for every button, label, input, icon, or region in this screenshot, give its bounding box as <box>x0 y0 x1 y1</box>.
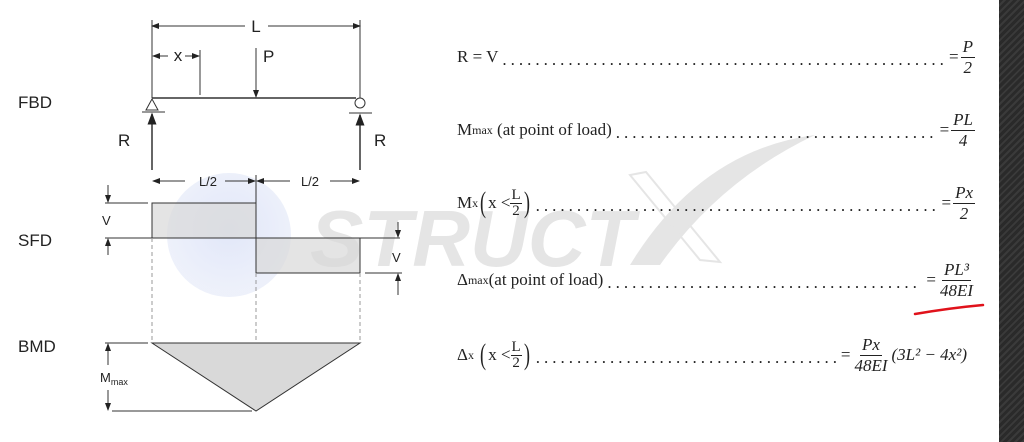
reaction-left-label: R <box>118 131 130 150</box>
formula-reaction: R = V ..................................… <box>457 32 977 82</box>
denominator: 48EI <box>854 355 888 375</box>
reaction-right-label: R <box>374 131 386 150</box>
numerator: P <box>960 36 975 58</box>
equals: = <box>926 270 936 289</box>
equals: = <box>939 120 950 139</box>
x-dim-label: x <box>174 46 183 65</box>
sfd-label: SFD <box>18 231 52 250</box>
beam-diagram: STRUCT FBD SFD BMD x L P R R <box>18 17 815 412</box>
red-underline-annotation <box>913 303 985 316</box>
denominator: 2 <box>963 57 973 77</box>
mmax-label: Mmax <box>100 370 128 387</box>
fbd-label: FBD <box>18 93 52 112</box>
equals: = <box>941 193 952 212</box>
denominator: 2 <box>959 203 969 223</box>
shear-V-bottom-label: V <box>392 250 401 265</box>
denominator: 4 <box>958 130 968 150</box>
bmd <box>105 342 362 412</box>
formula-tail: (3L² − 4x²) <box>891 345 968 364</box>
formula-lhs: R = V <box>457 47 499 66</box>
leader-dots: ........................................… <box>615 123 936 142</box>
numerator: Px <box>860 334 882 356</box>
leader-dots: ........................................… <box>502 50 946 69</box>
numerator: Px <box>953 182 975 204</box>
denominator: 48EI <box>939 280 973 300</box>
load-P-label: P <box>263 47 274 66</box>
bmd-label: BMD <box>18 337 56 356</box>
equals: = <box>840 345 851 364</box>
shear-V-top-label: V <box>102 213 111 228</box>
leader-dots: ........................................… <box>535 196 938 215</box>
half-span-left-label: L/2 <box>199 174 217 189</box>
fbd <box>142 20 372 170</box>
half-span-right-label: L/2 <box>301 174 319 189</box>
numerator: PL³ <box>942 259 971 281</box>
L-dim-label: L <box>251 17 260 36</box>
equals: = <box>949 47 959 66</box>
dark-side-strip <box>999 0 1024 442</box>
sfd <box>105 175 402 343</box>
leader-dots: ........................................… <box>607 273 922 292</box>
leader-dots: ........................................… <box>535 348 837 367</box>
numerator: PL <box>951 109 975 131</box>
watermark-pencil-icon <box>628 170 723 264</box>
